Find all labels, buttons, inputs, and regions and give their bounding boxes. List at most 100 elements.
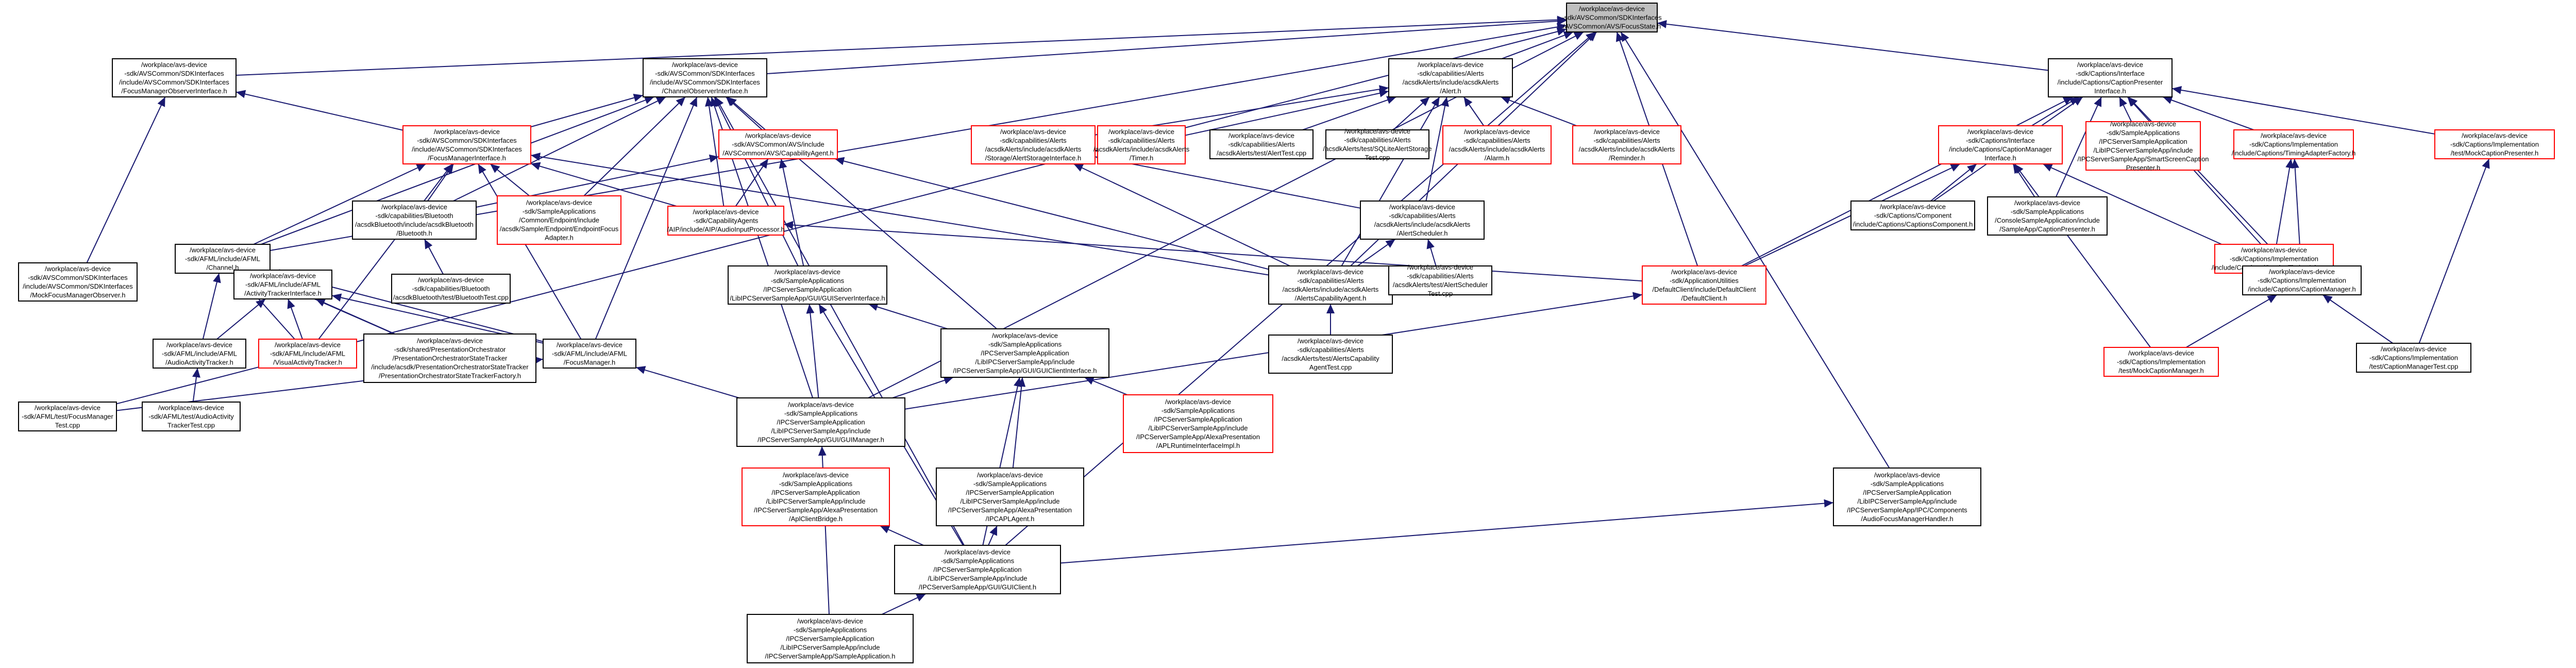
- node-caption-manager-h[interactable]: /workplace/avs-device-sdk/Captions/Imple…: [2242, 265, 2362, 295]
- dependency-edge-caption_presenter-to-focus_state: [1657, 20, 2049, 71]
- node-gui-client-iface[interactable]: /workplace/avs-device-sdk/SampleApplicat…: [940, 328, 1109, 378]
- node-box: [1938, 125, 2063, 164]
- node-alert-scheduler-test[interactable]: /workplace/avs-device-sdk/capabilities/A…: [1388, 263, 1492, 297]
- node-gui-server-iface[interactable]: /workplace/avs-device-sdk/SampleApplicat…: [728, 265, 887, 305]
- node-gui-manager[interactable]: /workplace/avs-device-sdk/SampleApplicat…: [736, 397, 905, 447]
- node-label-line: /workplace/avs-device: [1880, 203, 1946, 211]
- dependency-edge-smart_screen_caption_presenter-to-caption_presenter: [2119, 96, 2132, 122]
- node-captions-component[interactable]: /workplace/avs-device-sdk/Captions/Compo…: [1850, 201, 1975, 230]
- node-focus-manager-observer[interactable]: /workplace/avs-device-sdk/AVSCommon/SDKI…: [112, 58, 237, 97]
- node-sqlite-alert-storage-test[interactable]: /workplace/avs-device-sdk/capabilities/A…: [1323, 127, 1432, 161]
- node-box: [1388, 265, 1492, 295]
- node-label-line: AgentTest.cpp: [1309, 363, 1352, 371]
- node-label-line: /IPCServerSampleApplication: [981, 349, 1069, 357]
- dependency-edge-gui_client_iface-to-gui_server_iface: [868, 303, 948, 329]
- node-alert-h[interactable]: /workplace/avs-device-sdk/capabilities/A…: [1388, 58, 1513, 97]
- dependency-edge-gui_client_h-to-apl_client_bridge: [880, 525, 924, 546]
- dependency-edge-focus_manager_iface-to-focus_manager_observer: [235, 90, 403, 131]
- node-apl-client-bridge[interactable]: /workplace/avs-device-sdk/SampleApplicat…: [742, 467, 890, 526]
- node-label-line: /Reminder.h: [1609, 154, 1645, 162]
- node-alert-storage-iface[interactable]: /workplace/avs-device-sdk/capabilities/A…: [971, 125, 1096, 164]
- node-smart-screen-caption-presenter[interactable]: /workplace/avs-device-sdk/SampleApplicat…: [2077, 120, 2209, 172]
- node-box: [1123, 394, 1273, 453]
- node-box: [543, 339, 636, 369]
- node-audio-activity-tracker[interactable]: /workplace/avs-device-sdk/AFML/include/A…: [153, 339, 246, 369]
- node-sample-caption-presenter[interactable]: /workplace/avs-device-sdk/SampleApplicat…: [1987, 196, 2108, 236]
- node-fm-observer-mock[interactable]: /workplace/avs-device-sdk/AVSCommon/SDKI…: [18, 262, 138, 302]
- dependency-edge-gui_manager-to-focus_manager_h: [635, 366, 739, 398]
- node-label-line: /workplace/avs-device: [381, 203, 447, 211]
- node-box: [2085, 121, 2201, 171]
- node-label-line: /workplace/avs-device: [1000, 128, 1066, 136]
- node-label-line: /acsdkAlerts/include/acsdkAlerts: [1093, 145, 1190, 153]
- node-presentation-orchestrator-state-tracker[interactable]: /workplace/avs-device-sdk/shared/Present…: [363, 333, 536, 383]
- node-label-line: /AlertScheduler.h: [1396, 229, 1447, 237]
- node-label-line: -sdk/capabilities/Alerts: [1228, 141, 1295, 148]
- dependency-edge-caption_manager_iface-to-caption_presenter: [2031, 96, 2079, 126]
- node-label-line: /ActivityTrackerInterface.h: [244, 290, 322, 297]
- node-caption-presenter[interactable]: /workplace/avs-device-sdk/Captions/Inter…: [2048, 58, 2173, 97]
- dependency-edge-mock_caption_manager-to-caption_manager_h: [2185, 294, 2278, 348]
- node-audio-input-processor[interactable]: /workplace/avs-device-sdk/CapabilityAgen…: [667, 206, 785, 236]
- node-timer-h[interactable]: /workplace/avs-device-sdk/capabilities/A…: [1093, 125, 1190, 164]
- node-label-line: /acsdkAlerts/include/acsdkAlerts: [985, 145, 1082, 153]
- node-apl-runtime-iface-impl[interactable]: /workplace/avs-device-sdk/SampleApplicat…: [1123, 394, 1273, 453]
- node-label-line: /acsdk/Sample/Endpoint/EndpointFocus: [500, 225, 619, 233]
- node-caption-manager-test[interactable]: /workplace/avs-device-sdk/Captions/Imple…: [2356, 343, 2471, 373]
- node-endpoint-focus-adapter[interactable]: /workplace/avs-device-sdk/SampleApplicat…: [497, 195, 621, 245]
- node-label-line: -sdk/AVSCommon/SDKInterfaces: [417, 137, 517, 144]
- node-channel-h[interactable]: /workplace/avs-device-sdk/AFML/include/A…: [175, 244, 271, 274]
- node-focus-state[interactable]: /workplace/avs-device-sdk/AVSCommon/SDKI…: [1562, 3, 1662, 32]
- node-mock-caption-presenter[interactable]: /workplace/avs-device-sdk/Captions/Imple…: [2434, 129, 2555, 159]
- node-label-line: /workplace/avs-device: [526, 199, 592, 207]
- dependency-edge-bluetooth_h-to-channel_observer: [453, 96, 666, 202]
- node-alerts-capability-agent[interactable]: /workplace/avs-device-sdk/capabilities/A…: [1268, 265, 1393, 305]
- node-activity-tracker-iface[interactable]: /workplace/avs-device-sdk/AFML/include/A…: [233, 270, 332, 299]
- node-label-line: /IPCServerSampleApp/GUI/GUIClientInterfa…: [953, 367, 1097, 375]
- node-alert-scheduler-h[interactable]: /workplace/avs-device-sdk/capabilities/A…: [1360, 201, 1485, 240]
- node-alerts-capability-agent-test[interactable]: /workplace/avs-device-sdk/capabilities/A…: [1268, 335, 1393, 374]
- node-label-line: -sdk/Captions/Component: [1874, 212, 1952, 220]
- node-label-line: -sdk/capabilities/Alerts: [1417, 70, 1484, 77]
- node-label-line: /include/Captions/TimingAdapterFactory.h: [2232, 149, 2356, 157]
- node-label-line: -sdk/SampleApplications: [779, 480, 853, 488]
- node-box: [2048, 58, 2173, 97]
- node-focus-manager-test[interactable]: /workplace/avs-device-sdk/AFML/test/Focu…: [18, 402, 117, 431]
- dependency-edge-audio_input_processor-to-focus_manager_iface: [530, 162, 677, 207]
- node-timing-adapter-factory[interactable]: /workplace/avs-device-sdk/Captions/Imple…: [2232, 129, 2356, 159]
- dependency-edge-caption_timing_adapter-to-timing_adapter_factory: [2276, 158, 2294, 245]
- node-label-line: /workplace/avs-device: [2014, 199, 2080, 207]
- node-box: [667, 206, 784, 236]
- dependency-edge-audio_focus_manager_handler-to-focus_state: [1620, 31, 1890, 469]
- node-channel-observer[interactable]: /workplace/avs-device-sdk/AVSCommon/SDKI…: [643, 58, 767, 97]
- node-default-client[interactable]: /workplace/avs-device-sdk/ApplicationUti…: [1642, 265, 1766, 305]
- node-capability-agent[interactable]: /workplace/avs-device-sdk/AVSCommon/AVS/…: [718, 129, 838, 159]
- node-bluetooth-test[interactable]: /workplace/avs-device-sdk/capabilities/B…: [391, 274, 511, 304]
- node-reminder-h[interactable]: /workplace/avs-device-sdk/capabilities/A…: [1572, 125, 1681, 164]
- node-gui-client-h[interactable]: /workplace/avs-device-sdk/SampleApplicat…: [894, 545, 1061, 594]
- dependency-edge-gui_manager-to-gui_client_iface: [892, 376, 954, 398]
- node-label-line: /IPCServerSampleApplication: [1863, 489, 1951, 496]
- node-label-line: /workplace/avs-device: [45, 265, 111, 273]
- node-label-line: /workplace/avs-device: [797, 617, 863, 625]
- node-label-line: /workplace/avs-device: [992, 332, 1058, 340]
- node-label-line: -sdk/capabilities/Bluetooth: [412, 285, 490, 293]
- node-label-line: /workplace/avs-device: [1344, 127, 1410, 135]
- node-sample-application-h[interactable]: /workplace/avs-device-sdk/SampleApplicat…: [747, 614, 914, 663]
- node-label-line: /include/Captions/CaptionManager.h: [2248, 286, 2356, 293]
- node-label-line: /IPCServerSampleApp/SmartScreenCaption: [2077, 155, 2209, 163]
- node-visual-activity-tracker[interactable]: /workplace/avs-device-sdk/AFML/include/A…: [258, 339, 357, 369]
- node-alarm-h[interactable]: /workplace/avs-device-sdk/capabilities/A…: [1442, 125, 1552, 164]
- node-audio-activity-tracker-test[interactable]: /workplace/avs-device-sdk/AFML/test/Audi…: [142, 402, 241, 431]
- node-focus-manager-iface[interactable]: /workplace/avs-device-sdk/AVSCommon/SDKI…: [402, 125, 531, 164]
- node-bluetooth-h[interactable]: /workplace/avs-device-sdk/capabilities/B…: [352, 201, 477, 240]
- node-alert-test[interactable]: /workplace/avs-device-sdk/capabilities/A…: [1209, 129, 1314, 159]
- node-ipc-apl-agent[interactable]: /workplace/avs-device-sdk/SampleApplicat…: [936, 467, 1084, 526]
- node-label-line: /workplace/avs-device: [1407, 263, 1473, 271]
- node-label-line: /workplace/avs-device: [977, 471, 1043, 479]
- edges-layer: [86, 15, 2490, 615]
- node-focus-manager-h[interactable]: /workplace/avs-device-sdk/AFML/include/A…: [543, 339, 636, 369]
- node-caption-manager-iface[interactable]: /workplace/avs-device-sdk/Captions/Inter…: [1938, 125, 2063, 164]
- node-audio-focus-manager-handler[interactable]: /workplace/avs-device-sdk/SampleApplicat…: [1833, 467, 1981, 526]
- node-mock-caption-manager[interactable]: /workplace/avs-device-sdk/Captions/Imple…: [2103, 347, 2219, 377]
